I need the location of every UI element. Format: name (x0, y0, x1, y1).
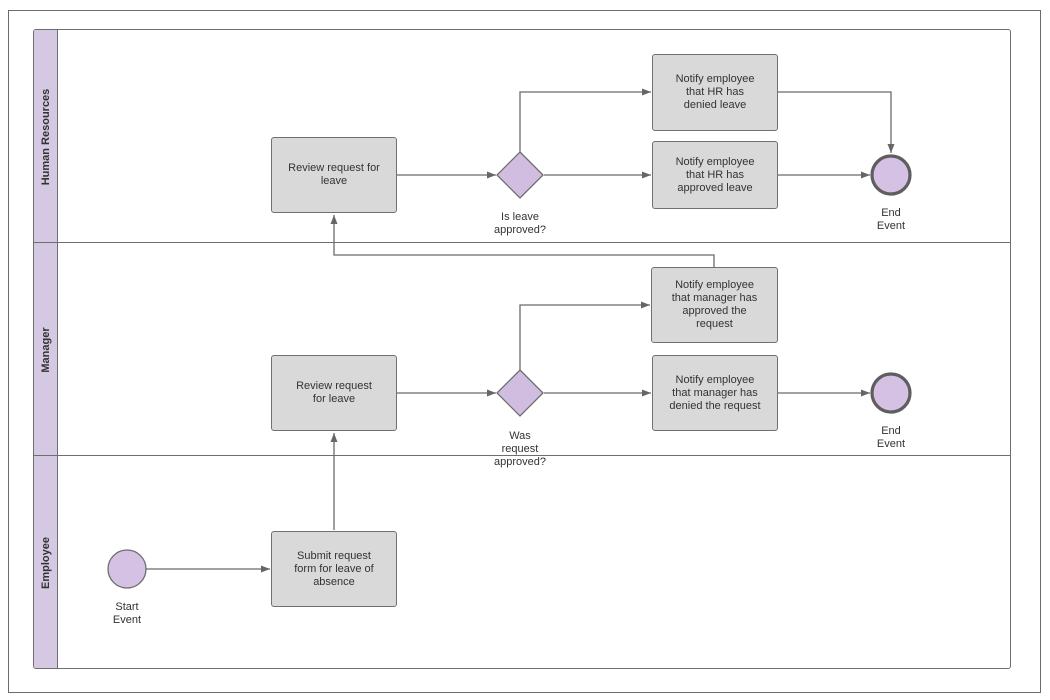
hr-gateway-label: Is leave approved? (494, 211, 546, 236)
hr-end-event (870, 154, 912, 196)
flow-hr-denied-to-end (778, 91, 895, 153)
swimlane-pool: Human Resources Manager Employee (33, 29, 1011, 669)
hr-decision-gateway (496, 151, 544, 199)
task-notify-hr-approved: Notify employee that HR has approved lea… (652, 141, 778, 209)
flow-mgr-approved-to-hr-review (330, 215, 715, 267)
flow-hr-gateway-to-denied (519, 88, 651, 152)
diagram-frame (8, 10, 1041, 693)
mgr-end-event-label: End Event (876, 425, 906, 450)
task-notify-hr-denied: Notify employee that HR has denied leave (652, 54, 778, 131)
lane-divider-manager-employee (34, 455, 1010, 456)
task-manager-review-request: Review request for leave (271, 355, 397, 431)
lane-header-employee: Employee (34, 456, 58, 668)
task-notify-manager-approved: Notify employee that manager has approve… (651, 267, 778, 343)
mgr-end-event (870, 372, 912, 414)
hr-end-event-label: End Event (876, 207, 906, 232)
lane-divider-hr-manager (34, 242, 1010, 243)
mgr-decision-gateway (496, 369, 544, 417)
lane-header-human-resources: Human Resources (34, 30, 58, 243)
lane-header-manager: Manager (34, 243, 58, 456)
mgr-gateway-label: Was request approved? (494, 430, 546, 468)
flow-mgr-gateway-to-approved (519, 301, 650, 370)
task-notify-manager-denied: Notify employee that manager has denied … (652, 355, 778, 431)
start-event (107, 549, 147, 589)
task-hr-review-request: Review request for leave (271, 137, 397, 213)
task-submit-request: Submit request form for leave of absence (271, 531, 397, 607)
start-event-label: Start Event (112, 601, 142, 626)
